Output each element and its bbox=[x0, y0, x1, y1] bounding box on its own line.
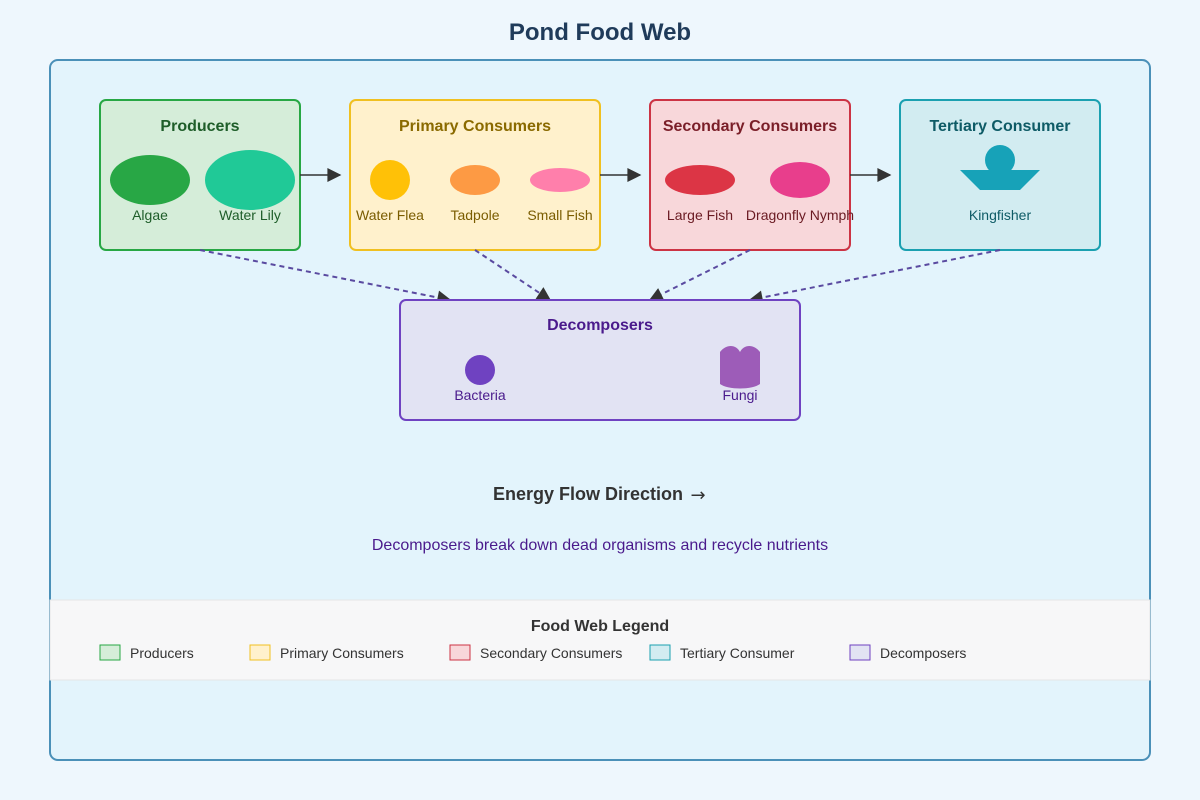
fungi-icon bbox=[720, 346, 760, 389]
legend-swatch bbox=[249, 644, 271, 661]
legend-item-secondary-consumers: Secondary Consumers bbox=[449, 644, 622, 661]
legend-item-primary-consumers: Primary Consumers bbox=[249, 644, 404, 661]
producers-group: Producers Algae Water Lily bbox=[99, 99, 301, 251]
legend-label: Primary Consumers bbox=[280, 645, 404, 661]
legend-label: Secondary Consumers bbox=[480, 645, 622, 661]
legend-swatch bbox=[649, 644, 671, 661]
primary-consumers-title: Primary Consumers bbox=[399, 118, 551, 135]
decomposers-box bbox=[399, 299, 801, 421]
dragonfly-nymph-icon bbox=[770, 162, 830, 198]
tadpole-icon bbox=[450, 165, 500, 195]
decomposition-arrows bbox=[199, 249, 1001, 305]
water-lily-label: Water Lily bbox=[219, 207, 281, 223]
legend-item-tertiary-consumer: Tertiary Consumer bbox=[649, 644, 795, 661]
page-title: Pond Food Web bbox=[509, 19, 691, 46]
tadpole-label: Tadpole bbox=[450, 207, 499, 223]
small-fish-icon bbox=[530, 168, 590, 192]
legend-item-producers: Producers bbox=[99, 644, 194, 661]
arrow-primary-to-decomposers bbox=[474, 249, 552, 301]
legend-item-decomposers: Decomposers bbox=[849, 644, 966, 661]
legend: Food Web Legend Producers Primary Consum… bbox=[49, 599, 1151, 681]
producers-title: Producers bbox=[160, 118, 239, 135]
bacteria-icon bbox=[465, 355, 495, 385]
legend-label: Tertiary Consumer bbox=[680, 645, 795, 661]
water-flea-icon bbox=[370, 160, 410, 200]
large-fish-icon bbox=[665, 165, 735, 195]
dragonfly-nymph-label: Dragonfly Nymph bbox=[746, 207, 854, 223]
tertiary-consumer-title: Tertiary Consumer bbox=[929, 118, 1070, 135]
legend-title: Food Web Legend bbox=[531, 618, 669, 635]
legend-label: Decomposers bbox=[880, 645, 966, 661]
secondary-consumers-group: Secondary Consumers Large Fish Dragonfly… bbox=[649, 99, 854, 251]
algae-icon bbox=[110, 155, 190, 205]
decomposer-note: Decomposers break down dead organisms an… bbox=[372, 537, 828, 554]
decomposers-title: Decomposers bbox=[547, 317, 653, 334]
kingfisher-icon bbox=[960, 145, 1040, 190]
legend-swatch bbox=[449, 644, 471, 661]
arrow-producers-to-decomposers bbox=[199, 249, 452, 305]
legend-box bbox=[49, 599, 1151, 681]
legend-label: Producers bbox=[130, 645, 194, 661]
arrow-secondary-to-decomposers bbox=[648, 249, 751, 301]
water-flea-label: Water Flea bbox=[356, 207, 424, 223]
decomposers-group: Decomposers Bacteria Fungi bbox=[399, 299, 801, 421]
small-fish-label: Small Fish bbox=[527, 207, 592, 223]
fungi-label: Fungi bbox=[722, 387, 757, 403]
tertiary-consumer-group: Tertiary Consumer Kingfisher bbox=[899, 99, 1101, 251]
legend-swatch bbox=[849, 644, 871, 661]
algae-label: Algae bbox=[132, 207, 168, 223]
large-fish-label: Large Fish bbox=[667, 207, 733, 223]
kingfisher-label: Kingfisher bbox=[969, 207, 1032, 223]
legend-swatch bbox=[99, 644, 121, 661]
bacteria-label: Bacteria bbox=[454, 387, 506, 403]
arrow-tertiary-to-decomposers bbox=[748, 249, 1001, 305]
primary-consumers-group: Primary Consumers Water Flea Tadpole Sma… bbox=[349, 99, 601, 251]
energy-flow-arrow-glyph: → bbox=[690, 485, 705, 506]
energy-flow-label: Energy Flow Direction bbox=[493, 484, 683, 504]
water-lily-icon bbox=[205, 150, 295, 210]
secondary-consumers-title: Secondary Consumers bbox=[663, 118, 837, 135]
